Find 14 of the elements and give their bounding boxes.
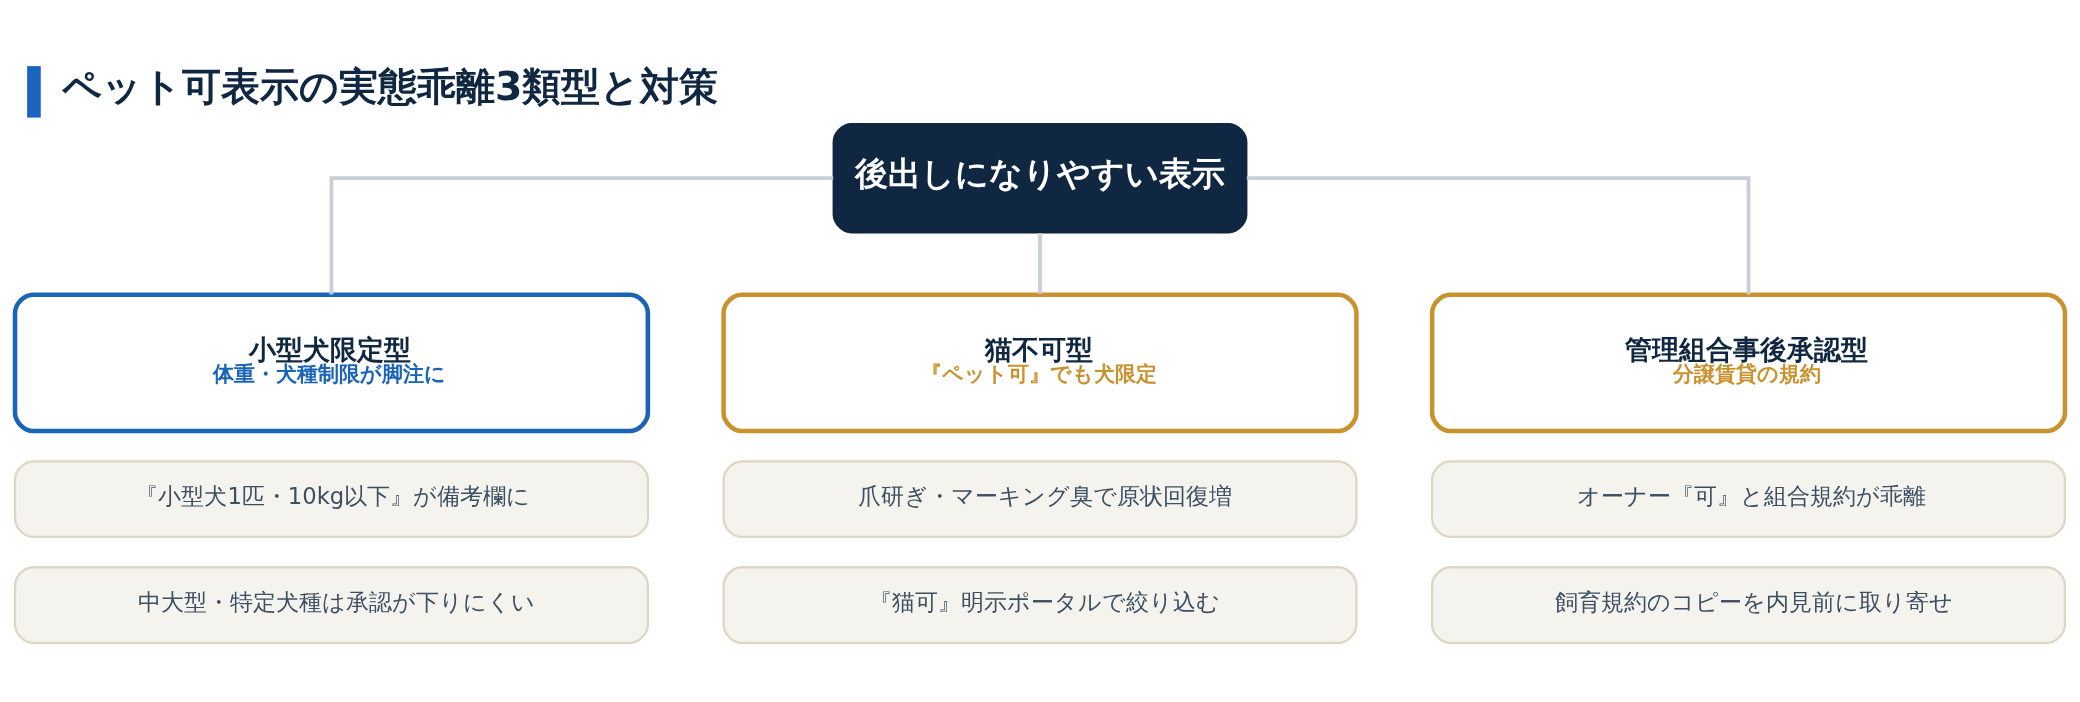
node-box: 飼育規約のコピーを内見前に取り寄せ <box>1431 565 2067 644</box>
node-box: 爪研ぎ・マーキング臭で原状回復増 <box>722 459 1358 538</box>
node-box: 管理組合事後承認型 分譲賃貸の規約 <box>1429 291 2068 433</box>
diagram-title: ペット可表示の実態乖離3類型と対策 <box>61 62 719 109</box>
node-box: 猫不可型 『ペット可』でも犬限定 <box>721 291 1359 433</box>
connector <box>1038 232 1042 294</box>
node-box: 『小型犬1匹・10kg以下』が備考欄に <box>13 459 649 538</box>
connector <box>329 175 834 295</box>
node-box: 『猫可』明示ポータルで絞り込む <box>722 565 1358 644</box>
connector <box>1246 175 1751 295</box>
node-box: 小型犬限定型 体重・犬種制限が脚注に <box>12 291 651 433</box>
node-box: 後出しになりやすい表示 <box>832 122 1248 233</box>
node-box: 中大型・特定犬種は承認が下りにくい <box>13 565 649 644</box>
node-box: オーナー『可』と組合規約が乖離 <box>1431 459 2067 538</box>
